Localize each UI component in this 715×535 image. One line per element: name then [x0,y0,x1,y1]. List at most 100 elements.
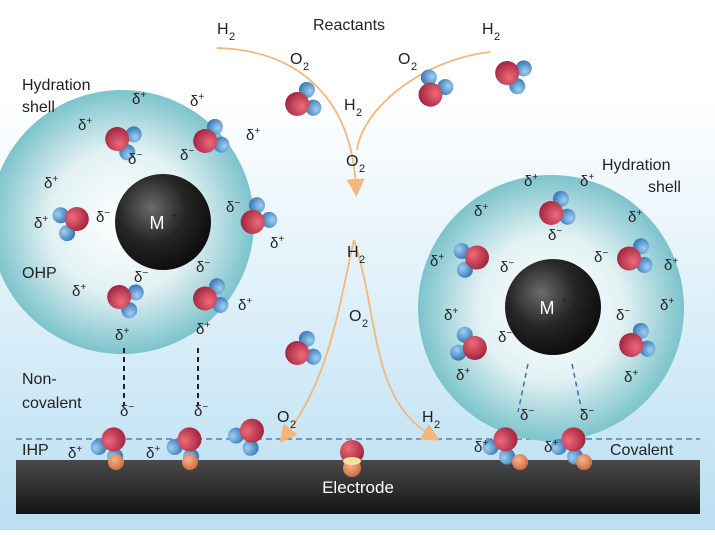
delta-minus-label: δ− [498,328,512,346]
oxygen-atom [285,341,310,366]
region-labels: Reactants Hydration shell Hydration shel… [22,17,681,459]
water-molecule [52,206,89,242]
oxygen-atom [107,284,132,309]
water-molecule [450,326,487,361]
delta-plus-label: δ+ [146,444,160,462]
cation-right: M + [505,259,601,355]
svg-text:2: 2 [359,254,365,266]
hydrogen-atom [559,208,576,225]
water-molecule [453,243,489,278]
electrode-label: Electrode [322,478,394,497]
hydrogen-atom [305,348,322,365]
water-molecule [550,427,586,465]
hydration-shell-right-line1: Hydration [602,157,670,174]
svg-text:2: 2 [229,31,235,43]
svg-text:+: + [171,210,177,222]
delta-minus-label: δ− [520,406,534,424]
delta-plus-label: δ+ [524,172,538,190]
arrow-reactants-left [216,47,365,197]
hydrogen-atom [450,344,467,361]
delta-plus-label: δ+ [270,234,284,252]
delta-minus-label: δ− [120,402,134,420]
adsorbed-atom [512,454,528,470]
svg-text:2: 2 [434,419,440,431]
non-covalent-line2: covalent [22,395,82,412]
svg-text:O: O [349,308,361,325]
hydration-shell-right-line2: shell [648,179,681,196]
delta-plus-label: δ+ [474,438,488,456]
delta-minus-label: δ− [194,402,208,420]
delta-minus-label: δ− [180,146,194,164]
delta-plus-label: δ+ [72,282,86,300]
hydrogen-atom [639,340,656,357]
hydration-shell-left-line2: shell [22,99,55,116]
oxygen-atom [64,206,89,231]
covalent-bond-1 [517,363,529,413]
hydrogen-atom [261,211,278,228]
delta-minus-label: δ− [594,248,608,266]
delta-minus-label: δ− [96,208,110,226]
delta-plus-label: δ+ [132,90,146,108]
oxygen-atom [285,92,310,117]
svg-text:H: H [422,409,434,426]
hydrogen-atom [52,207,69,224]
water-molecule [418,69,454,107]
water-molecule [105,126,142,161]
svg-text:M: M [540,298,555,318]
delta-minus-label: δ− [580,406,594,424]
reactant-arrows [216,47,491,444]
adsorbed-atom [108,454,124,470]
delta-plus-label: δ+ [624,368,638,386]
oxygen-atom [619,333,644,358]
oxygen-atom [495,60,520,85]
water-molecules [52,60,656,465]
svg-text:H: H [347,244,359,261]
delta-minus-label: δ− [548,226,562,244]
delta-plus-label: δ+ [44,174,58,192]
svg-text:O: O [277,409,289,426]
water-molecule [617,238,653,273]
oxygen-atom [464,245,489,270]
delta-minus-label: δ− [500,258,514,276]
oxygen-atom [539,201,564,226]
delta-plus-label: δ+ [544,438,558,456]
delta-minus-label: δ− [616,306,630,324]
delta-minus-label: δ− [226,198,240,216]
svg-text:2: 2 [359,163,365,175]
reactants-label: Reactants [313,17,385,34]
partial-charges: δ+ δ+ δ+ δ+ δ− δ− δ+ δ+ δ− δ− δ+ δ− δ− δ+ δ+ δ+ δ+ δ− δ− δ+… [34,90,678,462]
delta-plus-label: δ+ [115,326,129,344]
covalent-label: Covalent [610,442,674,459]
delta-plus-label: δ+ [34,214,48,232]
svg-text:2: 2 [290,419,296,431]
oxygen-atom [101,427,126,452]
ohp-label: OHP [22,265,57,282]
hydrogen-atom [125,126,142,143]
svg-text:2: 2 [411,61,417,73]
non-covalent-line1: Non- [22,371,57,388]
arrow-o2-down [279,239,355,444]
delta-plus-label: δ+ [190,92,204,110]
svg-text:2: 2 [362,318,368,330]
water-molecule [285,81,322,117]
water-molecule [285,330,322,366]
water-molecule [107,284,144,319]
water-molecule [539,190,576,226]
delta-minus-label: δ− [196,258,210,276]
adsorbed-atom [576,454,592,470]
oxygen-atom [418,82,443,107]
oxygen-atom [240,209,265,234]
hydrogen-atom [305,99,322,116]
oxygen-atom [177,427,202,452]
hydrogen-atom [127,284,144,301]
delta-minus-label: δ− [134,268,148,286]
water-molecule [240,197,278,234]
hydrogen-atom [499,448,516,465]
